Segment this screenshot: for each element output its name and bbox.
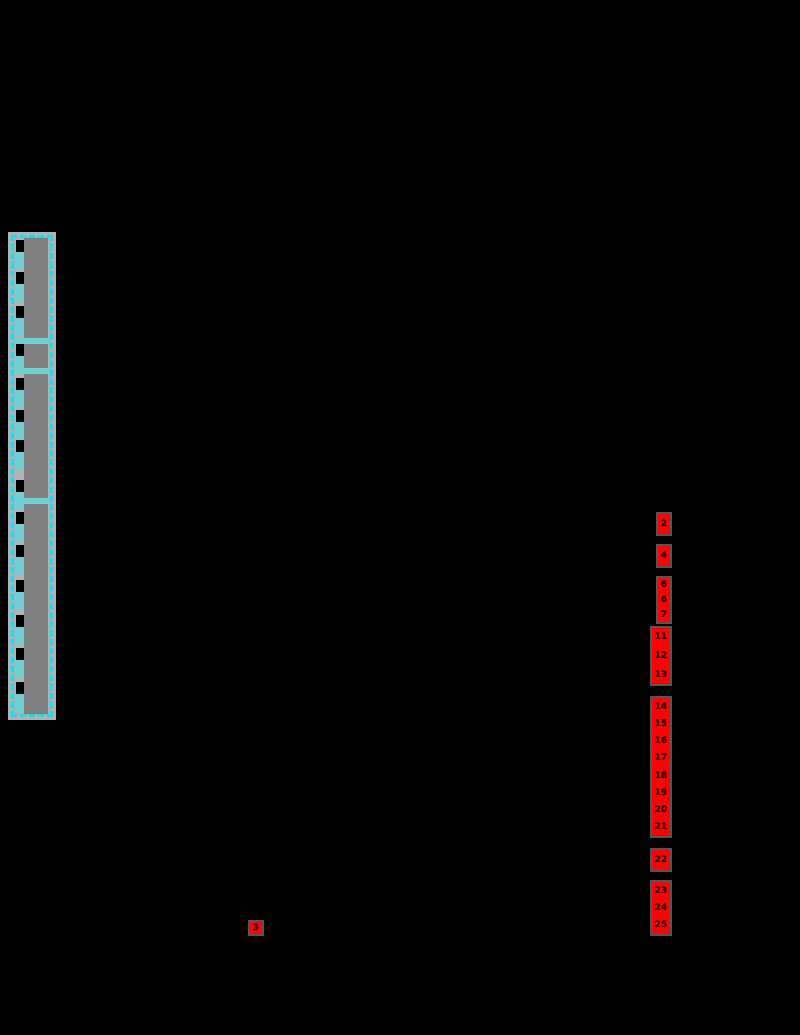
index-tag-label: 6 (660, 594, 668, 605)
panel-marker (16, 615, 24, 627)
panel-accent-strip (15, 388, 24, 408)
index-tag: 3 (248, 920, 264, 936)
panel-divider (14, 368, 50, 374)
panel-divider (14, 338, 50, 344)
panel-marker (16, 272, 24, 284)
index-tag: 2 (656, 512, 672, 536)
index-tag: 23 24 25 (650, 880, 672, 936)
panel-marker (16, 512, 24, 524)
index-tag: 4 (656, 544, 672, 568)
masked-side-panel (8, 232, 56, 720)
index-tag-label: 17 (654, 753, 668, 764)
index-tag-label: 12 (654, 650, 668, 661)
dashed-selection-border (11, 235, 53, 717)
panel-accent-strip (15, 354, 24, 374)
masked-content-track (24, 238, 48, 714)
index-tag-label: 14 (654, 701, 668, 712)
index-tag-label: 13 (654, 669, 668, 680)
panel-accent-strip (15, 658, 24, 678)
index-tag-label: 22 (654, 855, 668, 865)
panel-accent-strip (15, 282, 24, 302)
panel-accent-strip (15, 450, 24, 470)
panel-accent-strip (15, 692, 24, 712)
index-tag-label: 3 (252, 923, 260, 933)
index-tag: 6 6 7 (656, 576, 672, 624)
panel-marker (16, 440, 24, 452)
panel-divider (14, 498, 50, 504)
panel-marker (16, 648, 24, 660)
panel-marker (16, 344, 24, 356)
panel-marker (16, 306, 24, 318)
index-tag-label: 18 (654, 770, 668, 781)
panel-marker (16, 480, 24, 492)
panel-marker (16, 580, 24, 592)
panel-accent-strip (15, 316, 24, 336)
index-tag: 14 15 16 17 18 19 20 21 (650, 696, 672, 838)
index-tag-label: 23 (654, 885, 668, 896)
index-tag-label: 2 (660, 519, 668, 529)
panel-accent-strip (15, 625, 24, 645)
index-tag-label: 6 (660, 580, 668, 591)
panel-accent-strip (15, 250, 24, 270)
index-tag-label: 16 (654, 736, 668, 747)
panel-accent-strip (15, 590, 24, 610)
index-tag: 11 12 13 (650, 626, 672, 686)
panel-marker (16, 545, 24, 557)
index-tag-label: 25 (654, 920, 668, 931)
index-tag-label: 4 (660, 551, 668, 561)
index-tag-label: 19 (654, 787, 668, 798)
index-tag-label: 20 (654, 805, 668, 816)
panel-marker (16, 240, 24, 252)
index-tag-label: 7 (660, 609, 668, 620)
panel-marker (16, 682, 24, 694)
index-tag-label: 21 (654, 822, 668, 833)
panel-accent-strip (15, 420, 24, 440)
panel-marker (16, 410, 24, 422)
index-tag-label: 15 (654, 718, 668, 729)
panel-marker (16, 378, 24, 390)
panel-accent-strip (15, 555, 24, 575)
index-tag-label: 24 (654, 902, 668, 913)
index-tag-label: 11 (654, 632, 668, 643)
panel-accent-strip (15, 522, 24, 542)
index-tag: 22 (650, 848, 672, 872)
